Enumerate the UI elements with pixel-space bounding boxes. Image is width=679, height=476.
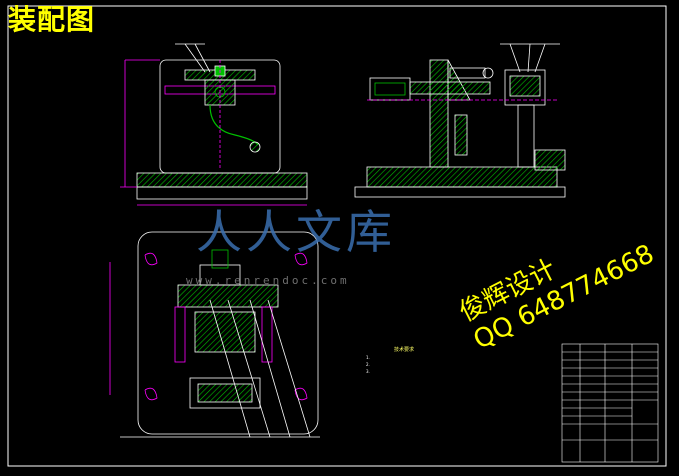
side-view xyxy=(354,43,566,198)
drawing-border xyxy=(7,5,667,467)
note-item: 2. xyxy=(366,362,370,367)
technical-notes: 技术要求 1. 2. 3. xyxy=(366,347,414,375)
drawing-title: 装配图 xyxy=(8,3,96,36)
note-item: 3. xyxy=(366,369,370,374)
plan-view xyxy=(109,231,320,438)
note-item: 1. xyxy=(366,355,370,360)
notes-heading: 技术要求 xyxy=(394,347,415,353)
front-view xyxy=(120,43,308,206)
title-block xyxy=(561,343,659,463)
watermark-url: www.renrendoc.com xyxy=(186,274,350,287)
watermark-logo: 人人文库 xyxy=(196,205,396,259)
